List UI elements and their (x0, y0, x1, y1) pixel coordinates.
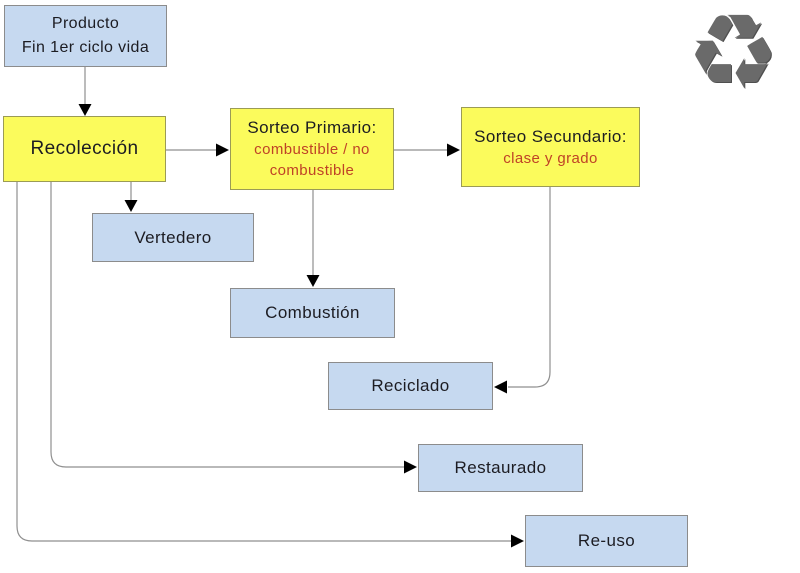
recycle-icon: ♻ (686, 0, 780, 111)
node-label: Combustión (265, 303, 360, 322)
edge-recoleccion-reuso (16, 182, 512, 542)
node-label: Recolección (30, 138, 139, 159)
node-label: Reciclado (371, 376, 450, 395)
node-subtitle: combustible / no combustible (254, 141, 370, 179)
node-label: Re-uso (577, 531, 636, 550)
node-label: Restaurado (454, 458, 547, 477)
node-label-line1: Producto (51, 15, 120, 32)
node-reuso: Re-uso (525, 515, 688, 567)
node-title: Sorteo Primario: (247, 118, 377, 137)
node-reciclado: Reciclado (328, 362, 493, 410)
arrowhead-right-sorteo-primario (216, 143, 229, 157)
node-label-line2: Fin 1er ciclo vida (21, 39, 150, 56)
arrowhead-left-reciclado (494, 380, 507, 394)
arrowhead-down-vertedero (124, 200, 138, 212)
node-recoleccion: Recolección (3, 116, 166, 182)
node-vertedero: Vertedero (92, 213, 254, 262)
node-label: Vertedero (134, 227, 212, 247)
arrowhead-right-reuso (511, 534, 524, 548)
node-title: Sorteo Secundario: (474, 126, 627, 146)
arrowhead-down-recoleccion (78, 104, 92, 116)
node-combustion: Combustión (230, 288, 395, 338)
node-sorteo-primario: Sorteo Primario: combustible / no combus… (230, 108, 394, 190)
node-subtitle: clase y grado (503, 149, 598, 167)
arrowhead-right-restaurado (404, 460, 417, 474)
arrowhead-right-sorteo-secundario (447, 143, 460, 157)
node-sorteo-secundario: Sorteo Secundario: clase y grado (461, 107, 640, 187)
edge-sorteo-secundario-reciclado (508, 187, 551, 388)
edge-recoleccion-restaurado (50, 182, 405, 468)
arrowhead-down-combustion (306, 275, 320, 287)
node-restaurado: Restaurado (418, 444, 583, 492)
node-producto-fin-ciclo: Producto Fin 1er ciclo vida (4, 5, 167, 67)
